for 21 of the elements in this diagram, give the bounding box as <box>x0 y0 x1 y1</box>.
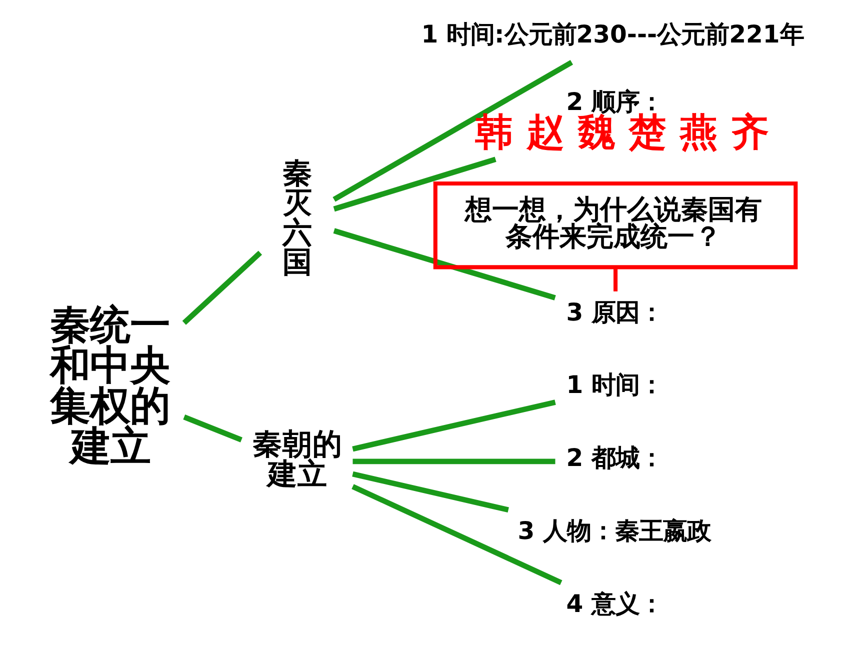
node-text: 秦灭六国 <box>282 154 312 280</box>
node-text: 秦朝的建立 <box>252 426 343 491</box>
node-text: 2 都城： <box>566 443 664 472</box>
connector <box>183 414 242 442</box>
node-text: 4 意义： <box>566 588 664 618</box>
connector <box>352 400 556 452</box>
connector <box>182 250 262 325</box>
connector <box>352 471 509 513</box>
connector <box>352 484 562 586</box>
connector <box>333 156 496 212</box>
connector <box>333 228 556 300</box>
node-text: 2 顺序： 韩 赵 魏 楚 燕 齐 <box>475 86 769 154</box>
connector <box>352 458 556 464</box>
node-box: 想一想，为什么说秦国有条件来完成统一？ <box>433 182 798 270</box>
node-text: 3 原因： <box>566 297 664 326</box>
connector <box>614 268 618 292</box>
node-text: 1 时间:公元前230---公元前221年 <box>421 19 804 48</box>
node-text: 1 时间： <box>566 370 664 400</box>
connector <box>332 60 574 202</box>
node-text: 3 人物：秦王嬴政 <box>518 516 712 545</box>
node-text: 秦统一和中央集权的建立 <box>50 300 170 470</box>
